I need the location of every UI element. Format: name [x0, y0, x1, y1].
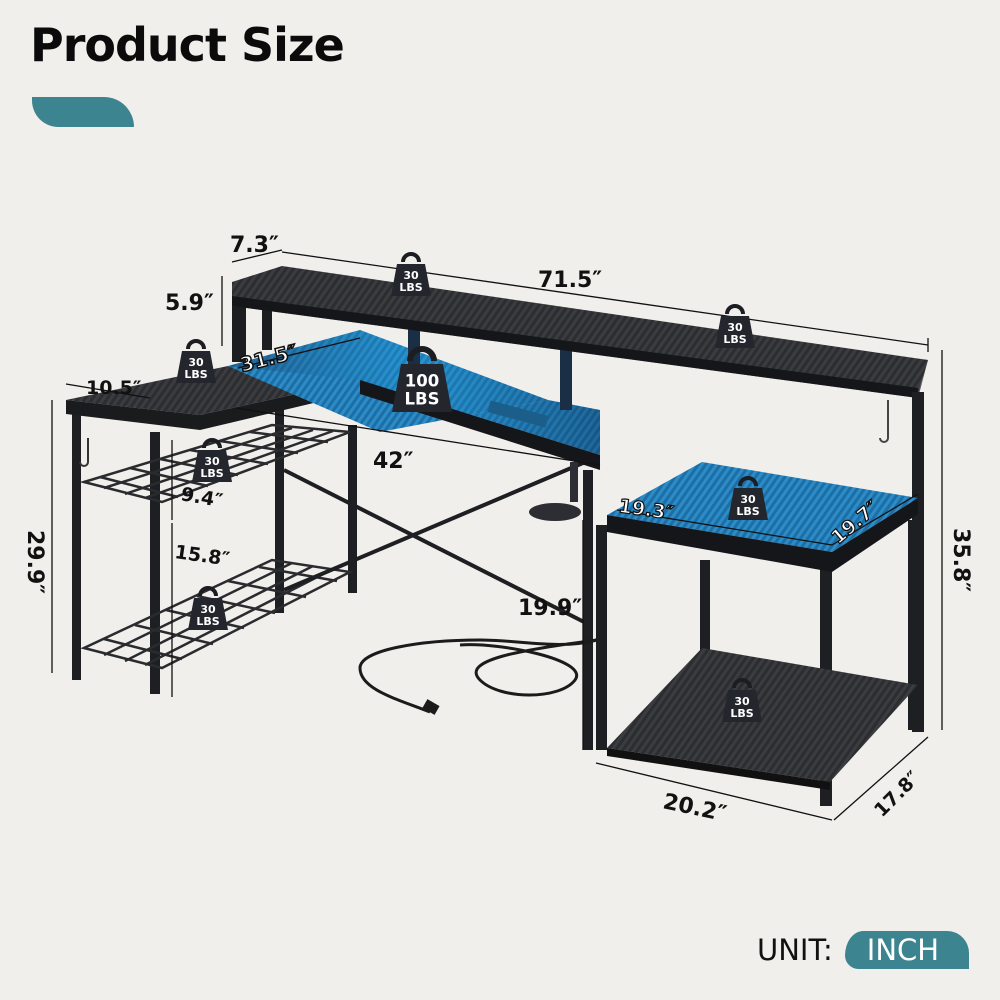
- svg-text:LBS: LBS: [399, 281, 422, 294]
- dim-hutch-height: 5.9″: [165, 291, 214, 316]
- plug-icon: [422, 699, 440, 715]
- dim-basket-gap: 9.4″: [179, 483, 225, 512]
- weight-cabinet-bottom: 30 LBS: [720, 678, 764, 724]
- svg-text:30: 30: [204, 455, 220, 468]
- svg-text:LBS: LBS: [405, 390, 440, 409]
- svg-text:100: 100: [405, 372, 439, 391]
- weight-main-desk: 100 LBS: [392, 349, 452, 412]
- svg-text:30: 30: [403, 269, 419, 282]
- svg-text:LBS: LBS: [730, 707, 753, 720]
- unit-label: UNIT:: [757, 933, 833, 967]
- svg-text:LBS: LBS: [736, 505, 759, 518]
- dim-left-top-depth: 10.5″: [86, 377, 142, 399]
- svg-text:LBS: LBS: [196, 615, 219, 628]
- unit-indicator: UNIT: INCH: [757, 930, 970, 970]
- weight-hutch-right: 30 LBS: [713, 304, 757, 350]
- dim-basket-height: 15.8″: [173, 541, 231, 571]
- svg-text:30: 30: [188, 356, 204, 369]
- title-accent-swoosh: [32, 97, 134, 127]
- weight-lower-basket: 30 LBS: [186, 586, 230, 632]
- dimension-lines: [51, 249, 943, 821]
- svg-text:30: 30: [734, 695, 750, 708]
- dim-knee-height: 19.9″: [518, 596, 582, 621]
- svg-text:30: 30: [200, 603, 216, 616]
- headphone-clamp: [529, 462, 581, 521]
- dim-cabinet-width: 20.2″: [661, 789, 729, 827]
- dim-cabinet-depth: 17.8″: [870, 766, 925, 821]
- power-cord: [358, 638, 598, 714]
- left-storage-unit: [66, 366, 360, 694]
- unit-badge: INCH: [844, 931, 970, 969]
- weight-left-top: 30 LBS: [174, 339, 218, 385]
- dim-total-height: 35.8″: [948, 528, 973, 592]
- svg-text:LBS: LBS: [723, 333, 746, 346]
- svg-text:LBS: LBS: [200, 467, 223, 480]
- dim-left-height: 29.9″: [22, 530, 47, 594]
- svg-text:LBS: LBS: [184, 368, 207, 381]
- weight-upper-basket: 30 LBS: [190, 438, 234, 484]
- dim-hutch-depth: 7.3″: [230, 233, 279, 258]
- svg-text:30: 30: [740, 493, 756, 506]
- dim-hutch-length: 71.5″: [538, 268, 602, 293]
- weight-cabinet-top: 30 LBS: [726, 476, 770, 522]
- monitor-hutch: [232, 266, 928, 732]
- dim-desk-length: 42″: [373, 449, 414, 474]
- weight-hutch-left: 30 LBS: [389, 252, 433, 298]
- svg-text:30: 30: [727, 321, 743, 334]
- page-title: Product Size: [30, 18, 345, 72]
